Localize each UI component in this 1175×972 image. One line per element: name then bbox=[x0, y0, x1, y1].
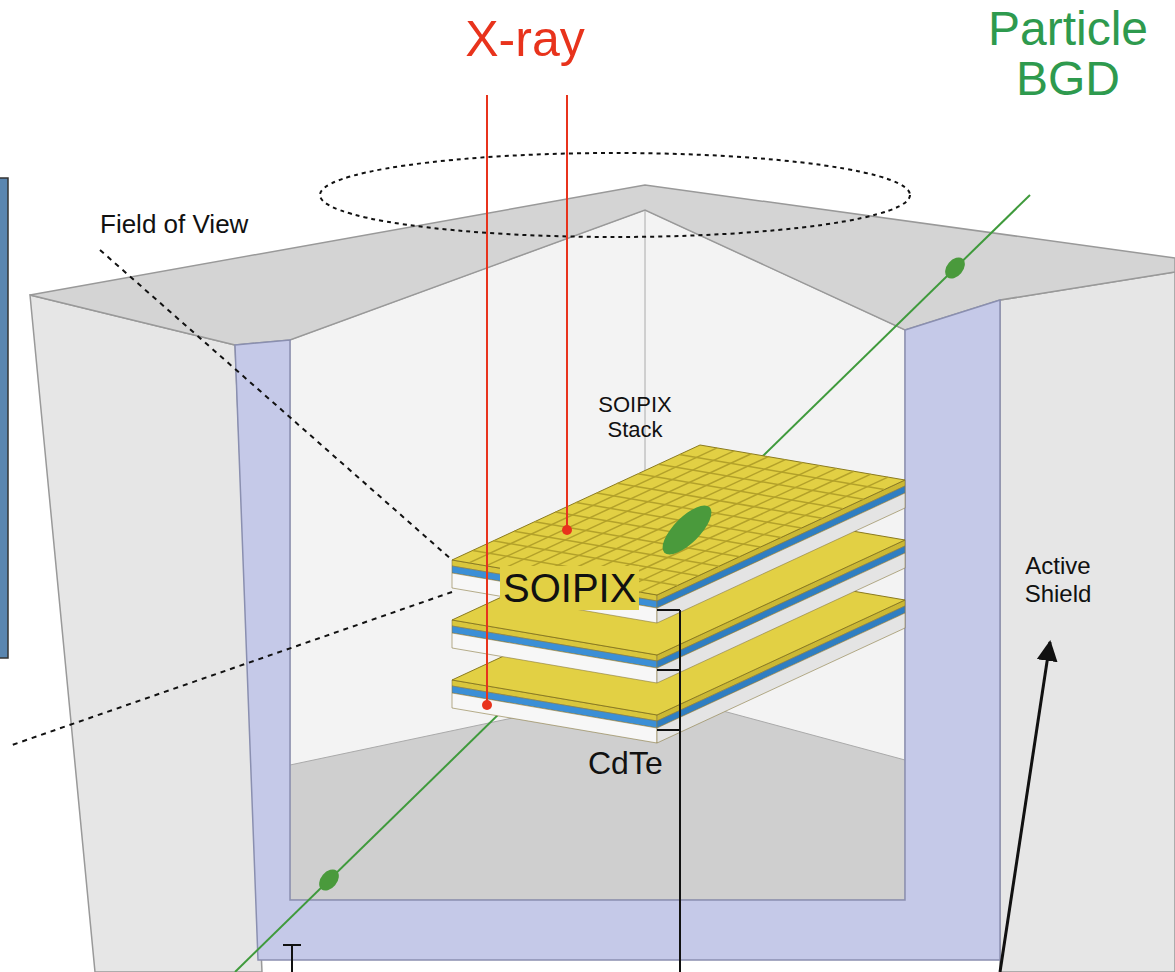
field-label: Field of View bbox=[100, 210, 248, 239]
particle-label: Particle BGD bbox=[968, 4, 1168, 105]
pointer-arrow bbox=[1000, 642, 1050, 972]
cropped-panel bbox=[0, 178, 8, 658]
particle-track bbox=[235, 195, 1030, 972]
xray-track bbox=[486, 95, 488, 705]
particle-hit bbox=[941, 254, 969, 283]
zoom-line bbox=[100, 250, 452, 560]
xray-track bbox=[566, 95, 568, 530]
shield-label: Active Shield bbox=[1003, 552, 1113, 607]
xray-hit bbox=[482, 700, 492, 710]
pixel-grid bbox=[606, 471, 854, 586]
dimension-tick bbox=[283, 945, 301, 972]
pixel-grid bbox=[659, 464, 864, 499]
detector-label: SOIPIX bbox=[500, 566, 639, 610]
pixel-grid bbox=[640, 477, 888, 592]
xray-hit bbox=[562, 525, 572, 535]
field-of-view-ellipse bbox=[320, 153, 910, 237]
pixel-grid bbox=[572, 465, 820, 580]
zoom-line bbox=[12, 592, 452, 745]
shield-right-face bbox=[1000, 272, 1175, 972]
pixel-grid bbox=[537, 460, 785, 575]
cdte-label: CdTe bbox=[588, 746, 663, 781]
shield-inner-wall bbox=[290, 210, 905, 900]
shield-rim bbox=[30, 185, 1175, 345]
particle-hit bbox=[315, 866, 343, 895]
shield-left-face bbox=[30, 295, 262, 972]
layer-bracket bbox=[657, 610, 680, 972]
soipix-stack bbox=[452, 445, 905, 743]
xray-label: X-ray bbox=[410, 12, 640, 67]
particle-hit bbox=[655, 498, 719, 562]
pixel-grid bbox=[555, 463, 803, 578]
pixel-grid bbox=[623, 474, 871, 589]
pixel-grid bbox=[679, 455, 884, 490]
stack-label: SOIPIX Stack bbox=[575, 392, 695, 443]
shield-floor bbox=[290, 690, 905, 900]
